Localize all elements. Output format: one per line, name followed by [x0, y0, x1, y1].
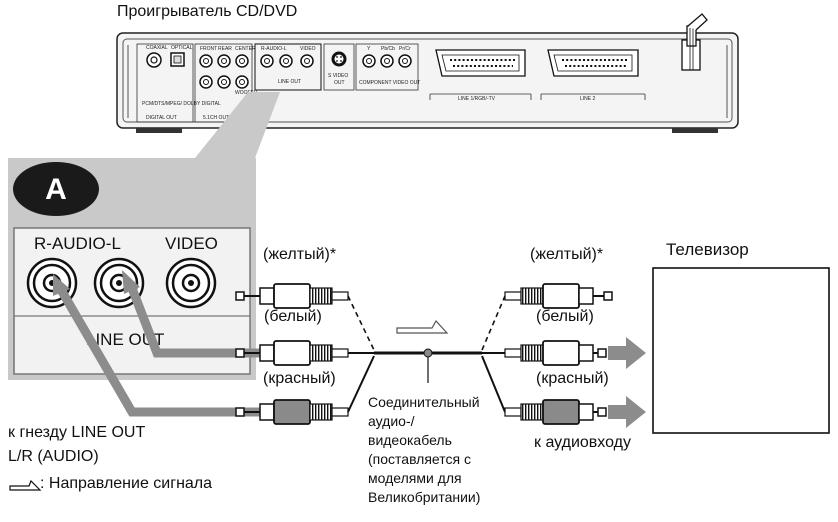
digital-out-label: DIGITAL OUT — [146, 115, 177, 121]
pb-label: Pb/Cb — [381, 46, 395, 52]
line-out-jack-caption-2: L/R (AUDIO) — [8, 448, 99, 465]
ch51-jacks — [199, 54, 249, 89]
rear-label: REAR — [218, 46, 232, 52]
right-yellow-label: (желтый)* — [530, 246, 604, 263]
signal-arrow-red — [56, 285, 264, 417]
coaxial-jack-small — [146, 52, 162, 68]
line-out-jacks-small — [260, 54, 314, 68]
woofer-label: WOOFER — [235, 90, 258, 96]
left-plug-white — [235, 340, 349, 366]
cable-desc-line: Великобритании) — [368, 489, 481, 505]
s-video-label: S VIDEO — [328, 73, 348, 79]
right-red-label: (красный) — [536, 370, 609, 387]
pcm-note: PCM/DTS/MPEG/ DOLBY DIGITAL — [142, 101, 221, 107]
tv-label: Телевизор — [666, 240, 749, 259]
s-video-out-label: OUT — [334, 80, 345, 86]
line2-label: LINE 2 — [580, 96, 596, 102]
audio-input-caption: к аудиовходу — [534, 434, 632, 451]
left-red-label: (красный) — [263, 370, 336, 387]
player-title: Проигрыватель CD/DVD — [117, 3, 298, 20]
badge-a — [13, 162, 99, 216]
cable-desc-line: аудио-/ — [368, 413, 415, 429]
cable-center-marker — [423, 348, 433, 358]
pr-label: Pr/Cr — [399, 46, 411, 52]
video-label: VIDEO — [165, 234, 218, 253]
cable-desc-line: видеокабель — [368, 432, 452, 448]
left-white-label: (белый) — [264, 308, 322, 325]
optical-label: OPTICAL — [171, 45, 193, 51]
component-label: COMPONENT VIDEO OUT — [359, 80, 420, 86]
badge-a-letter: A — [45, 173, 67, 206]
signal-direction-legend-icon — [9, 479, 42, 491]
cable-desc-line: (поставляется с — [368, 451, 471, 467]
left-plug-red — [235, 399, 349, 425]
r-audio-l-label: R-AUDIO-L — [34, 234, 121, 253]
line-out-jack-caption-1: к гнезду LINE OUT — [8, 424, 146, 441]
right-white-label: (белый) — [536, 308, 594, 325]
left-plug-yellow — [235, 283, 349, 309]
front-label: FRONT — [200, 46, 217, 52]
ch-output-label: 5.1CH OUTPUT — [203, 115, 239, 121]
tv-input-arrow-white — [608, 337, 646, 369]
tv-input-arrow-red — [608, 396, 646, 428]
component-jacks — [362, 54, 412, 68]
cable-description: Соединительный аудио-/ видеокабель (пост… — [368, 393, 480, 507]
line-out-label: LINE OUT — [86, 330, 164, 349]
power-cord — [681, 13, 708, 71]
signal-direction-caption: : Направление сигнала — [40, 475, 213, 492]
r-audio-l-small-label: R-AUDIO-L — [261, 46, 287, 52]
left-yellow-label: (желтый)* — [263, 246, 337, 263]
center-label: CENTER — [235, 46, 256, 52]
scart-line1 — [429, 49, 532, 100]
scart-line2 — [540, 49, 646, 100]
signal-direction-arrow — [396, 319, 449, 334]
callout-pointer — [195, 92, 280, 158]
signal-arrow-white — [125, 281, 264, 358]
line-out-small-label: LINE OUT — [278, 79, 301, 85]
right-plug-white — [504, 340, 607, 366]
line1-label: LINE 1/RGB/-TV — [458, 96, 496, 102]
right-plug-red — [504, 399, 607, 425]
tv-box — [652, 267, 830, 434]
cable-desc-line: Соединительный — [368, 394, 480, 410]
cable-desc-line: моделями для — [368, 470, 462, 486]
y-label: Y — [367, 46, 371, 52]
line-out-video-jack — [165, 257, 217, 309]
right-plug-yellow — [504, 283, 613, 309]
dvd-player-rear-panel: COAXIAL OPTICAL PCM/DTS/MPEG/ DOLBY DIGI… — [116, 13, 739, 133]
callout-box-a: A R-AUDIO-L VIDEO LINE OUT — [8, 158, 256, 380]
video-small-label: VIDEO — [300, 46, 316, 52]
s-video-jack — [331, 51, 347, 67]
optical-jack-small — [170, 52, 185, 67]
coaxial-label: COAXIAL — [146, 45, 168, 51]
